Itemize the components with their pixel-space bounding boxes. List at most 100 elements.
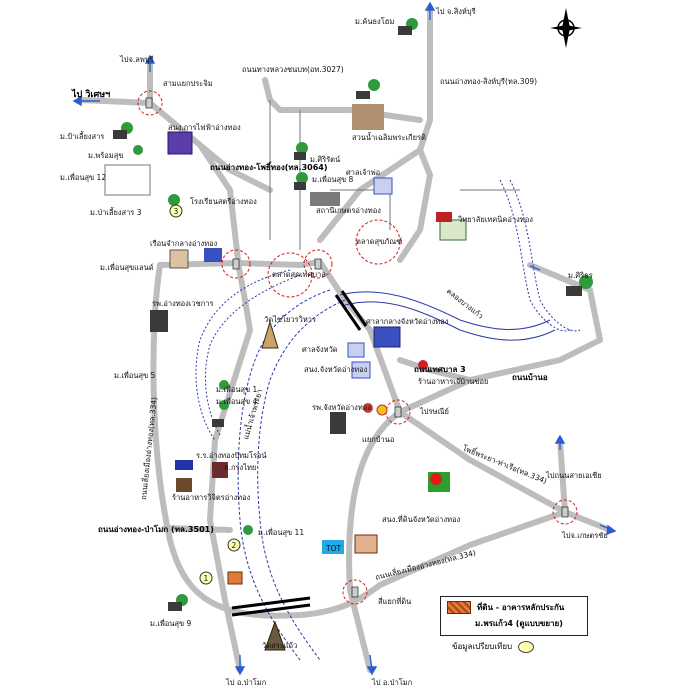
village-kaew8: [294, 172, 308, 190]
road-3501: [162, 525, 233, 533]
tree-icon: [133, 145, 143, 155]
bridges: [231, 290, 368, 617]
arrow-singburi-head: [424, 1, 436, 11]
legend-subtitle: ม.พรแก้ว4 (ดูแบบขยาย): [475, 619, 563, 628]
temple-south-icon: [264, 620, 286, 651]
label-mb-kaew4: ม.เพื่อนสุข 4: [216, 396, 258, 406]
house-icon: [113, 130, 127, 139]
signal-6: [351, 586, 359, 598]
building-office2-icon: [351, 361, 371, 379]
building-park-icon: [352, 104, 384, 130]
label-school-ag: สถานีเกษตรอ่างทอง: [316, 206, 381, 215]
building-hospital-icon: [150, 310, 168, 332]
arrow-north-e-head: [554, 434, 566, 444]
label-court: ศาลจังหวัด: [302, 345, 338, 354]
arrow-pamok2-head: [366, 666, 378, 676]
house-icon: [212, 419, 224, 427]
label-to-singburi: ไป จ.สิงห์บุรี: [435, 7, 476, 16]
house-icon: [294, 152, 306, 160]
tree-icon: [219, 400, 229, 410]
label-provincial-office: สนง.การไฟฟ้าอ่างทอง: [168, 123, 241, 132]
tree-icon: [219, 380, 229, 390]
bridge-south: [231, 596, 311, 610]
buildings: [150, 104, 467, 651]
building-market-icon: [169, 249, 189, 269]
road-siri: [527, 262, 603, 343]
label-office-tambon: เรือนจำกลางอ่างทอง: [150, 239, 218, 248]
label-river: แม่น้ำเจ้าพระยา: [240, 388, 264, 441]
label-mb-kaew12: ม.เพื่อนสุข 12: [60, 172, 106, 182]
canal-west: [339, 291, 551, 330]
signal-2: [232, 258, 240, 270]
village-kanok: [398, 18, 418, 35]
tree-icon: [168, 194, 180, 206]
markers: 1 2 3: [169, 204, 241, 585]
circle-market-big: [267, 252, 313, 298]
label-junction-pai: สี่แยกที่ดิน: [378, 596, 412, 606]
label-road-3501: ถนนอ่างทอง-ป่าโมก (ทล.3501): [98, 524, 214, 534]
label-mb-phrommin: ม.พร้อมสุข: [88, 151, 123, 160]
label-road-3027: ถนนทางหลวงชนบท(อท.3027): [242, 65, 344, 74]
label-shop: ร้านอาหารเจ๊บ้านข่อย: [418, 377, 488, 386]
label-mb-kaew11: ม.เพื่อนสุข 11: [258, 527, 304, 537]
legend-row: ที่ดิน - อาคารหลักประกัน: [447, 601, 581, 614]
building-tech-icon: [204, 248, 222, 262]
road-3027: [262, 77, 423, 123]
compass-label: N: [564, 24, 570, 33]
road-3064: [197, 142, 273, 193]
building-govt-icon: [373, 177, 393, 195]
road-tesaban: [397, 357, 473, 383]
building-shop-icon: [176, 478, 192, 492]
label-road-334: ถนนเลี่ยงเมืองอ่างทอง(ทล.334): [374, 547, 477, 582]
arrow-east-head: [606, 524, 617, 536]
signal-4: [394, 406, 402, 418]
label-market-local: ตลาดสดเทศบาล: [272, 270, 326, 279]
house-icon: [294, 182, 306, 190]
building-checkpoint-icon: [175, 460, 193, 470]
label-mb-siri2: ม.ศิริธร: [568, 271, 593, 280]
label-post: ไปรษณีย์: [419, 407, 449, 416]
legend-box: ที่ดิน - อาคารหลักประกัน ม.พรแก้ว4 (ดูแบ…: [440, 596, 588, 636]
label-to-wiset: ไป วิเศษฯ: [71, 88, 110, 100]
label-junction-bamo: แยกบ้านอ: [362, 435, 394, 444]
label-mb-kiti: ม.ป่าเลี้ยงสาร 3: [90, 207, 142, 217]
label-to-pamok: ไป อ.ป่าโมก: [225, 678, 266, 687]
marker-2[interactable]: [227, 538, 241, 552]
circle-talad: [355, 219, 401, 265]
arrow-wiset-head: [72, 95, 82, 107]
marker-1[interactable]: [199, 571, 213, 585]
village-kaew1: [219, 380, 229, 390]
label-mb-kaew1: ม.เพื่อนสุข 1: [216, 384, 258, 394]
label-bank: ธ.กรุงไทย: [224, 463, 256, 472]
label-to-phakhai: ไปถนนสายเอเชีย: [545, 471, 602, 480]
building-tot-icon: [322, 540, 344, 554]
arrows: [72, 1, 617, 676]
label-mb-siri: ม.ศิริรัตน์: [310, 155, 340, 164]
traffic-lights: [145, 97, 569, 598]
house-icon: [398, 26, 412, 35]
house-icon: [566, 286, 582, 296]
label-hospital2: รพ.จังหวัดอ่างทอง: [312, 403, 371, 412]
canal-north-e: [509, 179, 581, 332]
bridge-north-2: [340, 290, 368, 327]
label-office-prov: สนง.จังหวัดอ่างทอง: [304, 365, 368, 374]
building-cityhall-icon: [373, 326, 401, 348]
collateral-site-icon: [227, 571, 243, 585]
label-temple-ang: วัดไชโยวรวิหาร: [264, 315, 316, 324]
label-park: สวนน้ำเฉลิมพระเกียรติ: [352, 132, 426, 142]
label-road-banmo: ถนนบ้านอ: [512, 372, 548, 382]
village-kiti: [168, 194, 180, 206]
villages: [113, 18, 593, 611]
tree-icon: [296, 172, 308, 184]
legend-title: ที่ดิน - อาคารหลักประกัน: [477, 603, 565, 612]
label-city-hall: ศาลากลางจังหวัดอ่างทอง: [366, 317, 449, 326]
street-block-1: [104, 164, 151, 196]
label-to-pamok2: ไป อ.ป่าโมก: [371, 678, 412, 687]
marker-3[interactable]: [169, 204, 183, 218]
road-west-inner: [207, 260, 253, 673]
village-park: [356, 79, 380, 99]
village-kaew9: [168, 594, 188, 611]
river-west-bank: [237, 289, 331, 661]
building-office-icon: [167, 131, 193, 155]
